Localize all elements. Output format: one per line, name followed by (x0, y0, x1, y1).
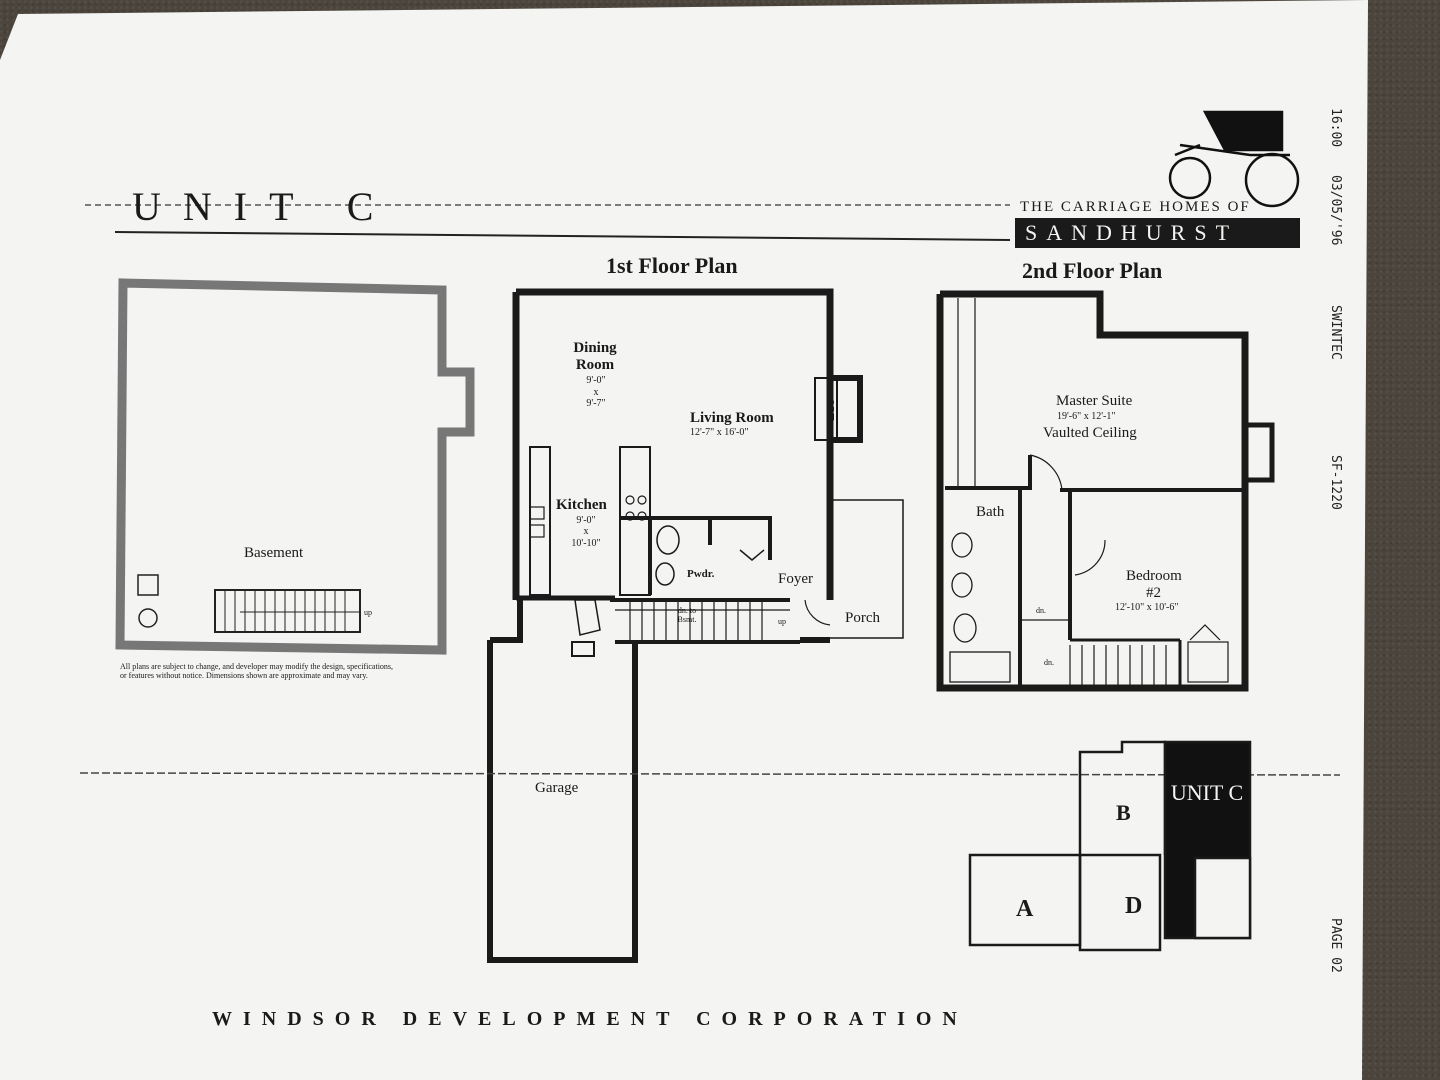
first-floor-plan (487, 288, 904, 963)
paper-sheet (0, 0, 1368, 1080)
master-suite-label: Master Suite (1056, 393, 1133, 409)
bedroom-2-number: #2 (1146, 585, 1161, 601)
brand-banner (1015, 218, 1300, 248)
dining-room-x: x (593, 387, 599, 398)
basement-label: Basement (244, 545, 304, 561)
bedroom-2-label: Bedroom (1126, 568, 1182, 584)
stairs-up-label: up (778, 617, 786, 626)
living-room-dims: 12'-7" x 16'-0" (690, 427, 749, 438)
master-suite-note: Vaulted Ceiling (1043, 425, 1137, 441)
basement-plan (115, 278, 475, 655)
second-floor-stairs-down-1: dn. (1036, 606, 1046, 615)
dining-room-label: Dining Room (573, 340, 617, 373)
fax-page: PAGE 02 (1328, 918, 1343, 973)
site-key (968, 740, 1252, 952)
bath-label: Bath (976, 504, 1005, 520)
kitchen-label: Kitchen (556, 497, 607, 513)
bedroom-2-dims: 12'-10" x 10'-6" (1115, 602, 1179, 613)
brand-line-1: THE CARRIAGE HOMES OF (1020, 199, 1251, 215)
dining-room-width: 9'-0" (586, 375, 606, 386)
porch-label: Porch (845, 610, 880, 626)
kitchen-width: 9'-0" (576, 515, 596, 526)
header-rule (114, 231, 1011, 241)
basement-stair-label: up (364, 608, 372, 617)
fax-sender: SWINTEC (1328, 305, 1343, 360)
page-title: UNIT C (132, 184, 396, 229)
fax-id: SF-1220 (1328, 455, 1343, 510)
master-suite-dims: 19'-6" x 12'-1" (1057, 411, 1116, 422)
disclaimer-text: All plans are subject to change, and dev… (120, 662, 394, 680)
dining-room-length: 9'-7" (586, 398, 606, 409)
site-key-label-b: B (1116, 800, 1131, 825)
second-floor-stairs-down-2: dn. (1044, 658, 1054, 667)
fax-date: 03/05/'96 (1328, 175, 1343, 246)
first-floor-title: 1st Floor Plan (606, 253, 738, 278)
site-key-unit-c: UNIT C (1170, 780, 1244, 805)
developer-footer: WINDSOR DEVELOPMENT CORPORATION (212, 1008, 968, 1030)
foyer-label: Foyer (778, 571, 813, 587)
second-floor-title: 2nd Floor Plan (1022, 258, 1163, 283)
kitchen-length: 10'-10" (571, 538, 601, 549)
living-room-label: Living Room (690, 410, 774, 426)
powder-room-label: Pwdr. (687, 568, 715, 580)
garage-label: Garage (535, 780, 579, 796)
opt-fireplace-label: OPT. (824, 398, 836, 423)
kitchen-x: x (583, 526, 589, 537)
fax-time: 16:00 (1328, 108, 1343, 148)
second-floor-plan (936, 290, 1275, 692)
stairs-down-label: dn. to Bsmt. (677, 606, 697, 624)
brand-line-2: SANDHURST (1025, 220, 1239, 245)
site-key-label-a: A (1016, 896, 1034, 922)
divider-rule (79, 772, 1341, 776)
carriage-logo-icon (1168, 110, 1300, 208)
site-key-label-d: D (1125, 893, 1143, 919)
